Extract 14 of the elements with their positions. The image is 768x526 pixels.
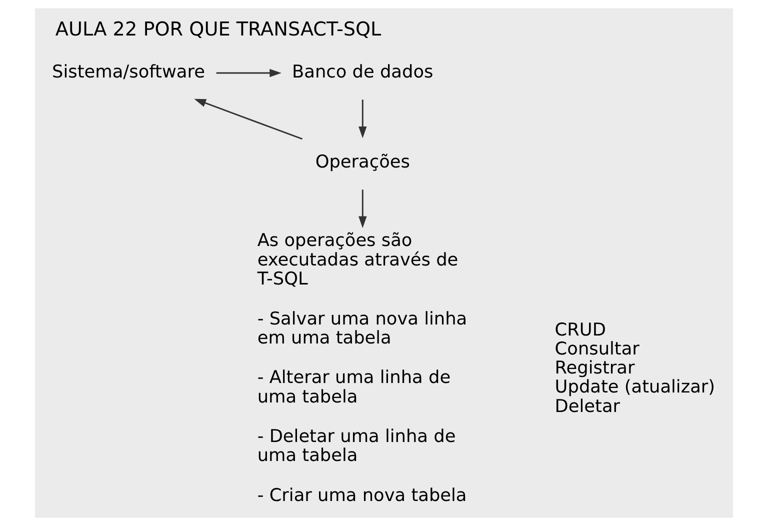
arrow [216, 68, 282, 78]
label: CRUD [554, 320, 606, 340]
node-text: As operações são executadas através de T-SQL - Salvar uma nova linha em uma tabela - Alterar uma linha de uma tabela - Deletar uma linha de uma tabela - Criar uma nova tabela [257, 231, 468, 506]
arrow [358, 100, 367, 138]
label: Deletar [554, 396, 620, 417]
diagram-title: AULA 22 POR QUE TRANSACT-SQL [55, 17, 382, 40]
arrow [194, 98, 303, 140]
node-text: Banco de dados [292, 62, 434, 83]
node-text: Sistema/software [52, 62, 205, 83]
arrow [358, 190, 367, 228]
label: Registrar [554, 358, 635, 379]
node-text: Operações [315, 152, 410, 172]
label: Consultar [554, 339, 640, 360]
label: Update (atualizar) [554, 378, 716, 398]
